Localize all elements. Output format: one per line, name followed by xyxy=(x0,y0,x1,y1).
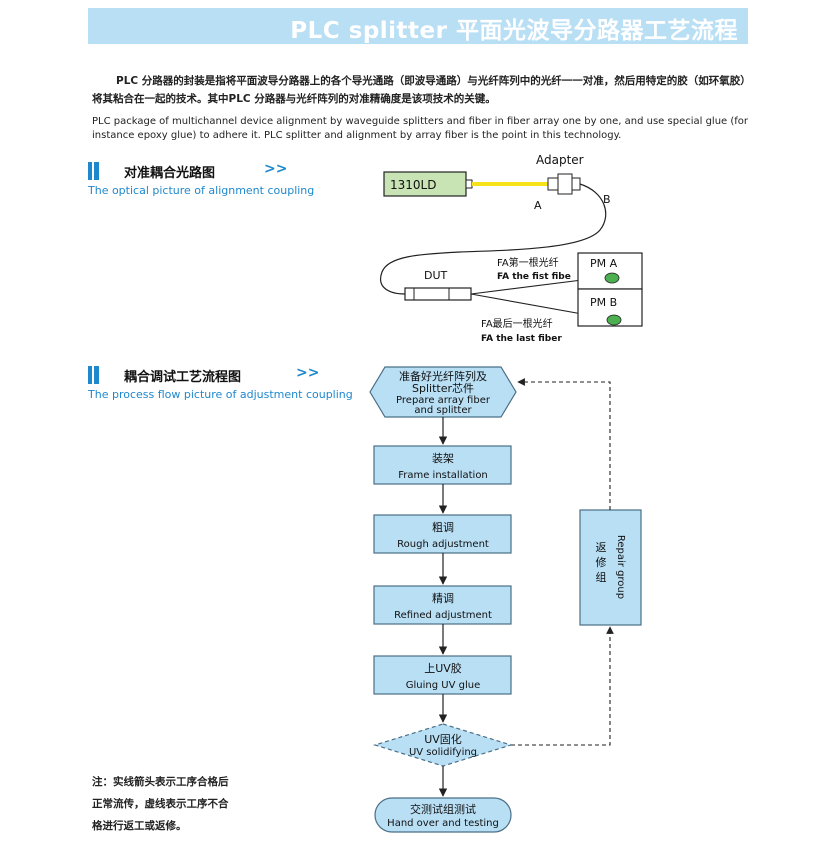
flow-step-prepare-cn: 准备好光纤阵列及 xyxy=(399,369,487,383)
fiber-b-label: B xyxy=(603,193,611,206)
power-meter-b-label: PM B xyxy=(590,296,617,309)
process-flow-chart: 准备好光纤阵列及 Splitter芯件 Prepare array fiber … xyxy=(369,366,642,833)
fa-last-cn: FA最后一根光纤 xyxy=(481,317,553,330)
double-chevron-icon: >> xyxy=(264,161,288,177)
flow-step-testing xyxy=(374,797,512,833)
laser-source-label: 1310LD xyxy=(390,178,436,192)
dut-label: DUT xyxy=(424,269,448,282)
flow-step-frame-cn: 装架 xyxy=(432,452,454,465)
footnote-line: 正常流传，虚线表示工序不合 xyxy=(92,798,229,810)
repair-group-box xyxy=(579,509,642,626)
double-chevron-icon: >> xyxy=(296,365,320,381)
flow-step-prepare xyxy=(369,366,517,418)
flow-step-uv-en: UV solidifying xyxy=(409,747,477,758)
flow-step-uv-cn: UV固化 xyxy=(424,732,462,746)
repair-group-cn2: 修 xyxy=(596,555,607,569)
flow-step-rough-en: Rough adjustment xyxy=(397,539,489,550)
flow-step-frame-en: Frame installation xyxy=(398,470,488,481)
adapter-label: Adapter xyxy=(536,153,584,167)
section-title-cn: 耦合调试工艺流程图 xyxy=(124,370,242,385)
return-dashed-arrow xyxy=(517,378,611,510)
flow-step-prepare-en: Prepare array fiber xyxy=(396,395,491,406)
flow-step-refined xyxy=(373,585,512,625)
rework-dashed-arrow xyxy=(511,626,614,746)
intro-paragraph-chinese: PLC 分路器的封装是指将平面波导分路器上的各个导光通路（即波导通路）与光纤阵列… xyxy=(92,75,751,105)
fa-last-en: FA the last fiber xyxy=(481,334,562,344)
repair-group-cn1: 返 xyxy=(596,541,607,554)
intro-paragraph-english: PLC package of multichannel device align… xyxy=(92,116,749,141)
detector-a-icon xyxy=(604,272,620,284)
flow-step-glue xyxy=(373,655,512,695)
flow-step-rough-cn: 粗调 xyxy=(432,521,454,534)
fiber-b xyxy=(380,183,607,295)
footnote-line: 注：实线箭头表示工序合格后 xyxy=(92,776,229,788)
flow-step-glue-cn: 上UV胶 xyxy=(424,661,462,675)
page-title: PLC splitter 平面光波导分路器工艺流程 xyxy=(290,18,738,44)
title-banner: PLC splitter 平面光波导分路器工艺流程 xyxy=(88,8,748,44)
adapter-icon xyxy=(547,173,581,195)
flow-step-rough xyxy=(373,514,512,554)
repair-group-en: Repair group xyxy=(615,535,626,599)
power-meter-a-label: PM A xyxy=(590,257,618,270)
fiber-a-label: A xyxy=(534,199,542,212)
flow-step-refined-cn: 精调 xyxy=(432,592,454,605)
flow-step-glue-en: Gluing UV glue xyxy=(406,680,480,691)
fa-first-en: FA the fist fibe xyxy=(497,272,571,282)
flow-step-prepare-en2: and splitter xyxy=(414,405,472,416)
section-title-en: The process flow picture of adjustment c… xyxy=(88,388,353,401)
section-title-cn: 对准耦合光路图 xyxy=(124,166,216,181)
footnote: 注：实线箭头表示工序合格后 正常流传，虚线表示工序不合 格进行返工或返修。 xyxy=(92,771,272,837)
flow-step-testing-en: Hand over and testing xyxy=(387,818,499,829)
dut-fiber-array xyxy=(404,287,472,301)
fa-first-cn: FA第一根光纤 xyxy=(497,256,559,269)
flow-step-refined-en: Refined adjustment xyxy=(394,610,492,621)
flow-step-testing-cn: 交测试组测试 xyxy=(410,802,476,816)
section-title-en: The optical picture of alignment couplin… xyxy=(88,184,315,197)
footnote-line: 格进行返工或返修。 xyxy=(92,820,187,832)
detector-b-icon xyxy=(606,314,622,326)
optical-alignment-diagram: 1310LD Adapter A B DUT FA第一根光纤 FA the fi… xyxy=(380,153,643,344)
repair-group-cn3: 组 xyxy=(596,570,607,584)
flow-step-frame xyxy=(373,445,512,485)
flow-step-prepare-cn2: Splitter芯件 xyxy=(412,381,474,395)
